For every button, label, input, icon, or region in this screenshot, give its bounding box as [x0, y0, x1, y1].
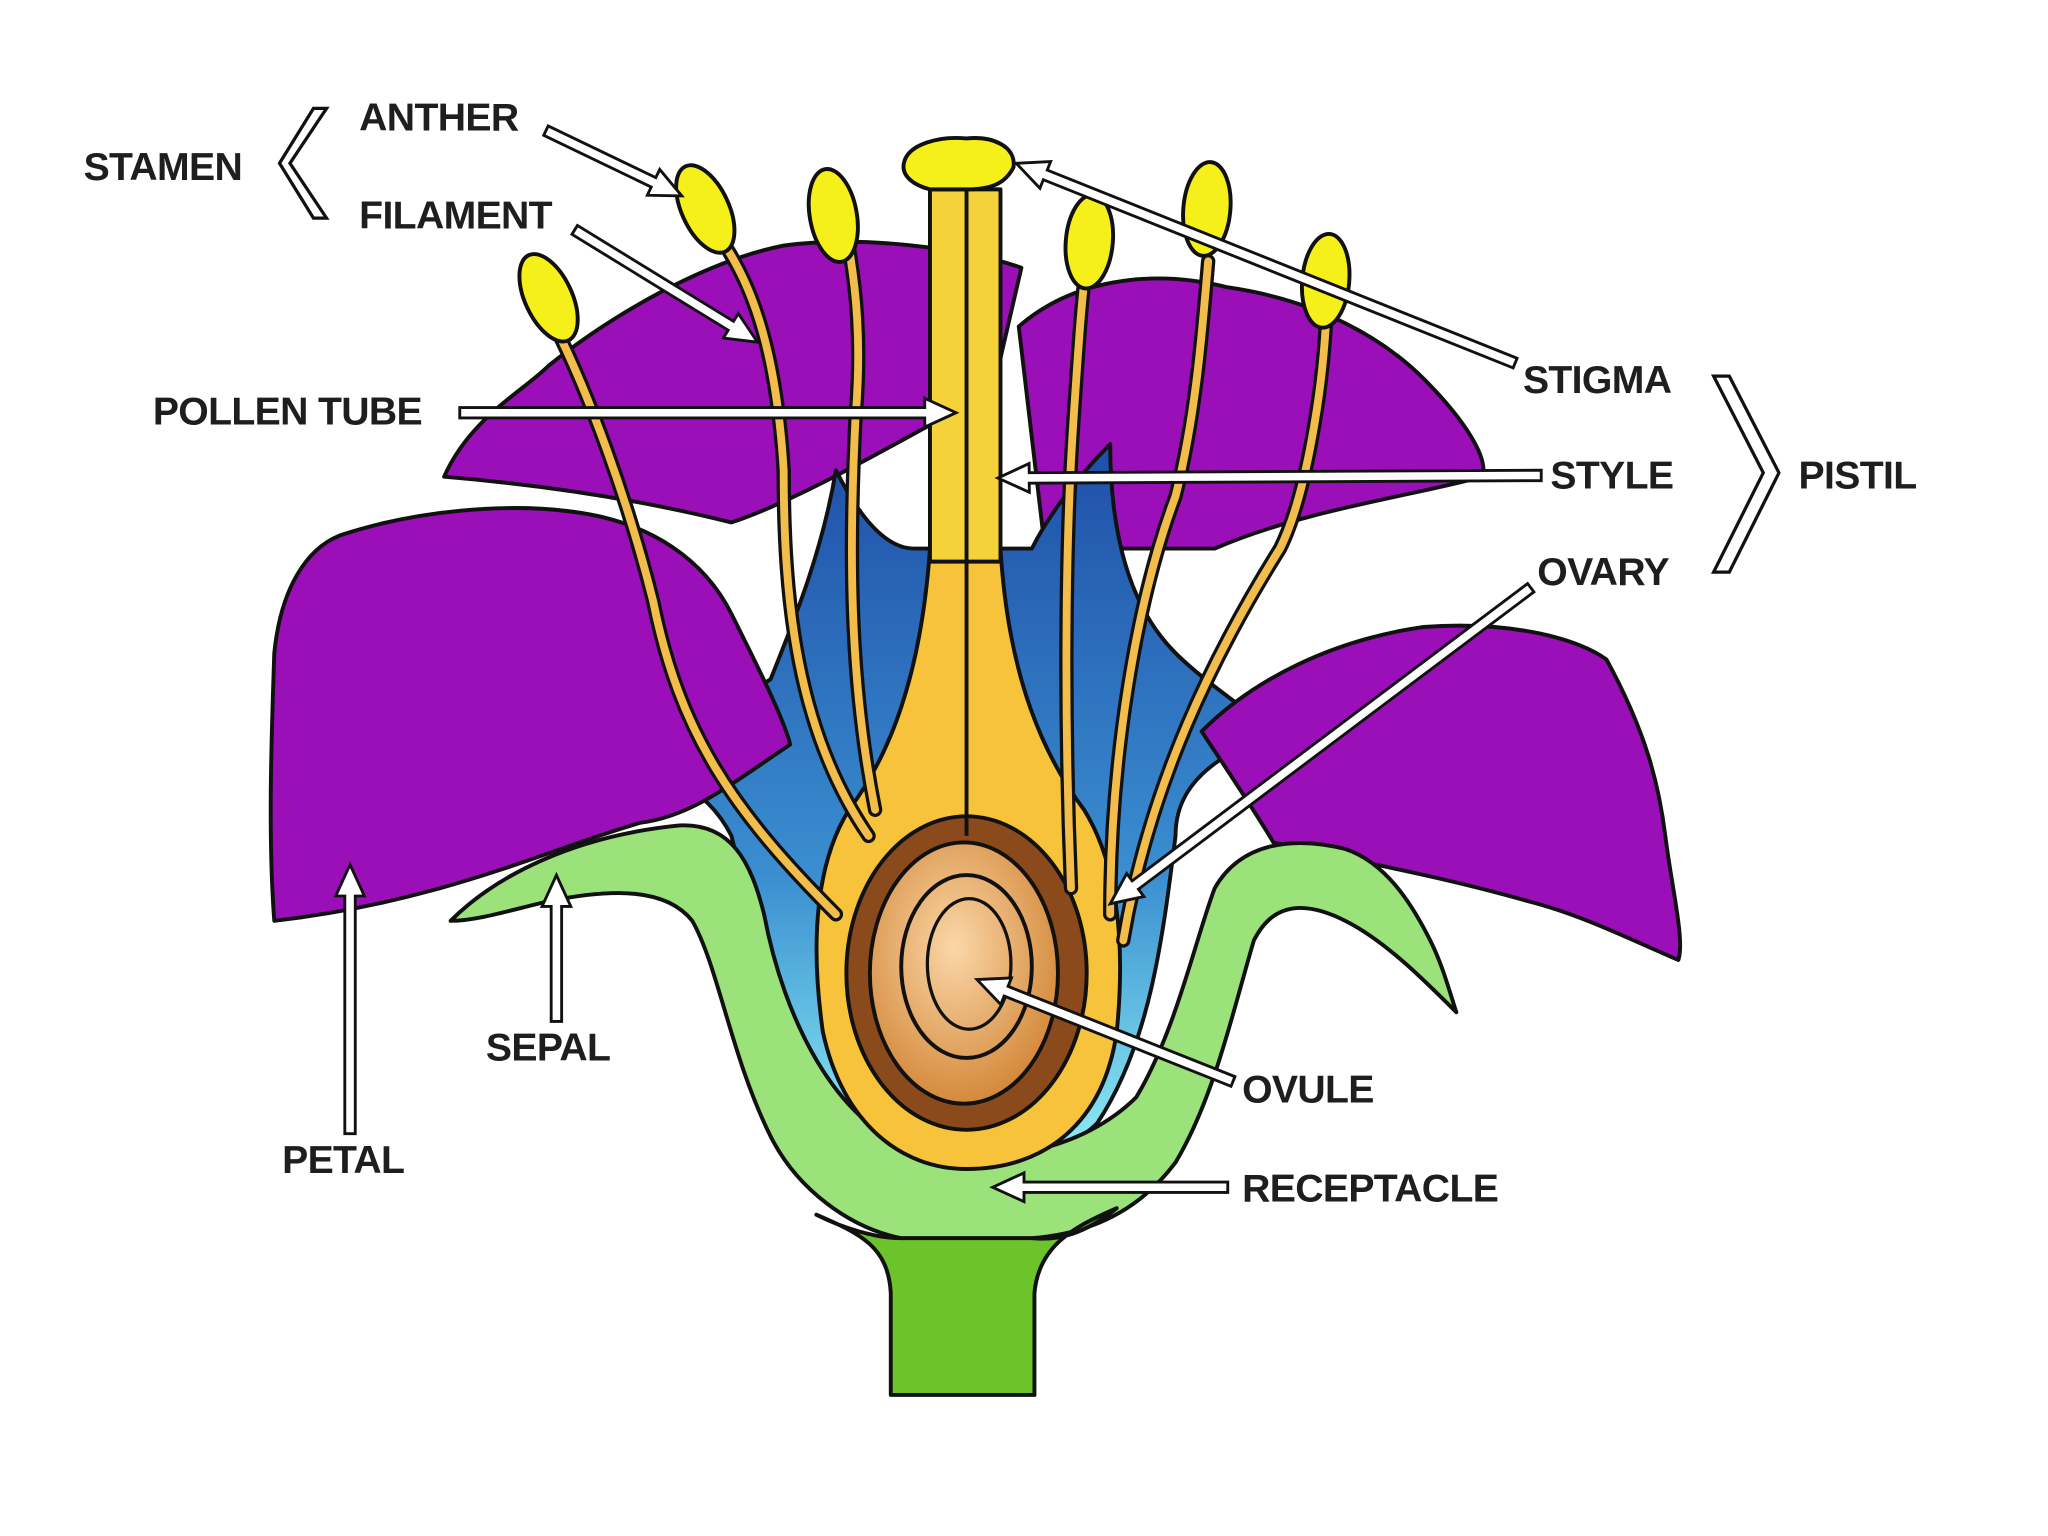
- stigma-arrow: [1012, 160, 1519, 370]
- pistil-bracket: [1710, 374, 1781, 574]
- arrows: [333, 123, 1543, 1204]
- label-stigma: STIGMA: [1523, 359, 1672, 402]
- sepal-cup: [448, 823, 1459, 1241]
- label-sepal: SEPAL: [486, 1027, 610, 1070]
- label-filament: FILAMENT: [359, 195, 553, 238]
- style-arrow: [994, 461, 1543, 495]
- stamen-bracket: [277, 106, 330, 220]
- anther-arrow: [541, 123, 685, 198]
- stigma: [901, 136, 1016, 192]
- label-anther: ANTHER: [359, 97, 519, 140]
- ovule-ring: [899, 873, 1034, 1060]
- ovary-arrow: [1107, 581, 1536, 906]
- filament-arrow: [569, 223, 761, 345]
- anther: [1063, 192, 1116, 291]
- ovule-arrow: [973, 976, 1237, 1089]
- anther: [517, 252, 580, 344]
- label-petal: PETAL: [282, 1139, 404, 1182]
- filament-fill: [1106, 257, 1213, 919]
- label-ovary: OVARY: [1537, 551, 1669, 594]
- filament-fill: [845, 244, 880, 814]
- receptacle-arrow: [989, 1170, 1230, 1204]
- petal-arrow: [333, 861, 367, 1136]
- label-style: STYLE: [1550, 454, 1673, 497]
- sepal-arrow: [539, 871, 574, 1023]
- label-pollen-tube: POLLEN TUBE: [153, 390, 422, 433]
- anther: [674, 163, 737, 255]
- label-ovule: OVULE: [1242, 1068, 1374, 1111]
- pollen-tube-arrow: [458, 396, 960, 430]
- anther: [806, 167, 860, 264]
- label-stamen: STAMEN: [84, 146, 243, 189]
- filament-fill: [1119, 322, 1330, 945]
- stem: [814, 1206, 1119, 1397]
- filament-fill: [711, 228, 873, 840]
- label-receptacle: RECEPTACLE: [1242, 1168, 1498, 1211]
- ovule-ring-inner: [925, 896, 1013, 1031]
- label-pistil: PISTIL: [1799, 454, 1917, 497]
- filament-fill: [551, 322, 840, 919]
